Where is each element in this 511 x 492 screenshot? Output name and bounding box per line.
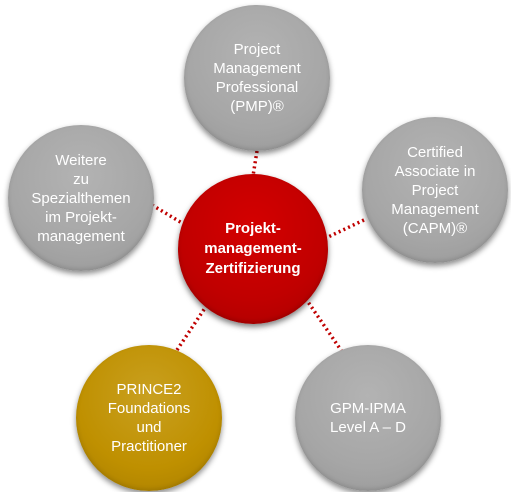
node-pmp: Project Management Professional (PMP)® <box>184 5 330 151</box>
connector-pmp <box>251 150 259 177</box>
center-node-label: Projekt- management- Zertifizierung <box>204 220 302 277</box>
node-capm: Certified Associate in Project Managemen… <box>362 117 508 263</box>
node-weitere: Weitere zu Spezialthemen im Projekt- man… <box>8 125 154 271</box>
node-prince2-label: PRINCE2 Foundations und Practitioner <box>107 381 191 455</box>
node-weitere-label: Weitere zu Spezialthemen im Projekt- man… <box>31 151 131 245</box>
node-prince2: PRINCE2 Foundations und Practitioner <box>76 345 222 491</box>
node-gpm: GPM-IPMA Level A – D <box>295 345 441 491</box>
center-node: Projekt- management- Zertifizierung <box>178 174 328 324</box>
node-gpm-label: GPM-IPMA Level A – D <box>330 400 406 436</box>
node-pmp-label: Project Management Professional (PMP)® <box>213 41 301 115</box>
connector-prince2 <box>175 304 209 351</box>
connector-capm <box>325 218 365 240</box>
connector-weitere <box>151 203 183 225</box>
connector-gpm <box>304 298 347 357</box>
node-capm-label: Certified Associate in Project Managemen… <box>391 143 479 237</box>
